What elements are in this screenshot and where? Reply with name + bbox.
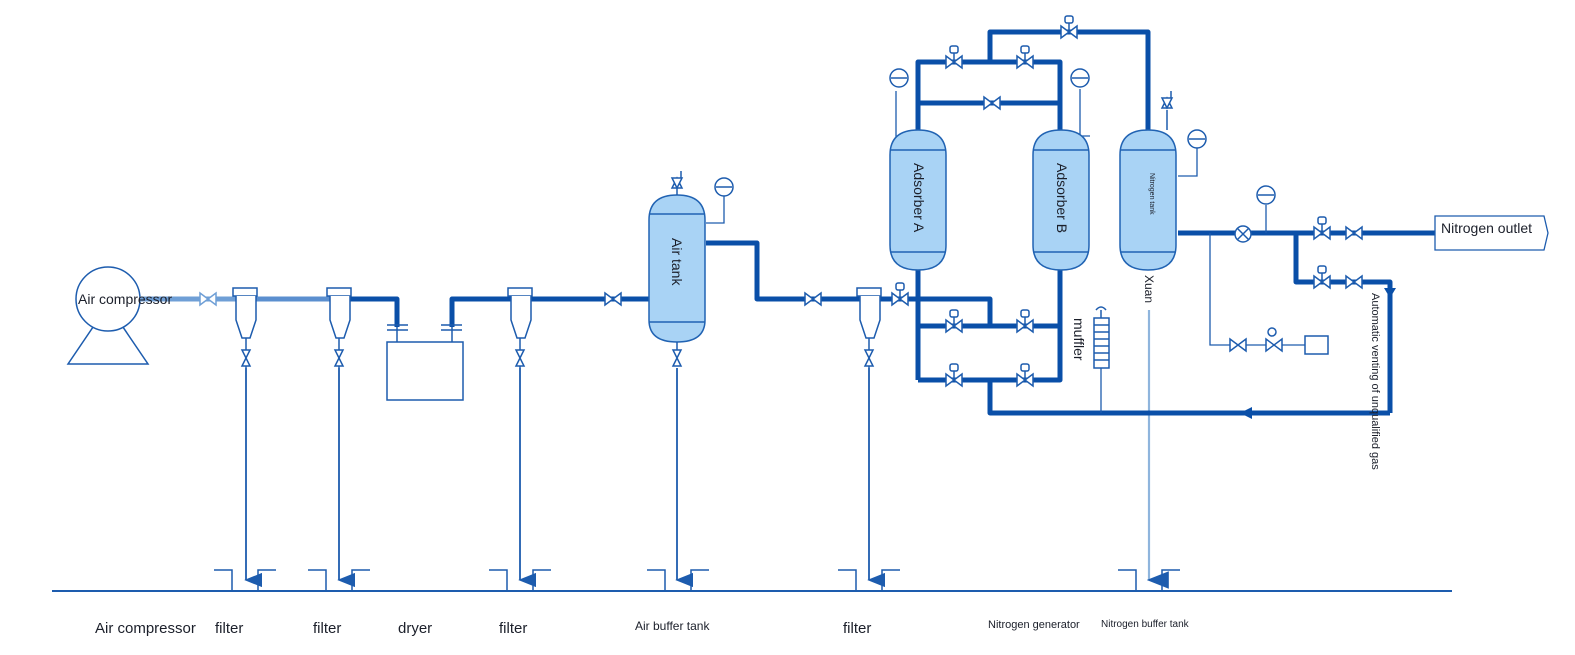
filter-3 (507, 287, 533, 368)
dryer (386, 324, 464, 401)
pressure-gauges (714, 68, 1276, 205)
bottom-label-filter-1: filter (215, 620, 244, 637)
main-pipes (140, 29, 1435, 416)
filter-1 (232, 287, 258, 368)
air-tank-vessel (648, 194, 706, 343)
bottom-label-dryer: dryer (398, 620, 433, 637)
xuan-label: Xuan (1142, 275, 1156, 304)
air-compressor-label: Air compressor (78, 291, 173, 307)
adsorber-b-label: Adsorber B (1054, 163, 1070, 234)
muffler-label: muffler (1071, 318, 1087, 361)
adsorber-a-label: Adsorber A (911, 163, 927, 233)
nitrogen-tank-vessel (1119, 129, 1177, 271)
bottom-label-nitrogen-buffer-tank: Nitrogen buffer tank (1101, 619, 1189, 630)
nitrogen-outlet-arrow (1434, 215, 1549, 251)
instrument-lines (706, 89, 1305, 413)
line-valves (199, 95, 1363, 353)
filter-4 (856, 287, 882, 368)
bottom-label-filter-4: filter (843, 620, 872, 637)
nitrogen-tank-label: Nitrogen tank (1148, 173, 1155, 215)
bottom-label-filter-3: filter (499, 620, 528, 637)
muffler (1093, 306, 1110, 369)
drain-lines (244, 310, 1169, 589)
drain-funnels (214, 569, 1180, 591)
drain-valves (240, 342, 875, 367)
filters (232, 287, 882, 368)
air-compressor (66, 266, 150, 365)
adsorber-a-vessel (889, 129, 947, 271)
automatic-venting-label: Automatic venting of unqualified gas (1369, 293, 1381, 470)
flowmeter-and-regulator (1234, 225, 1329, 355)
nitrogen-outlet-label: Nitrogen outlet (1441, 220, 1533, 236)
air-tank-label: Air tank (669, 238, 685, 286)
adsorber-b-vessel (1032, 129, 1090, 271)
bottom-label-nitrogen-generator: Nitrogen generator (988, 619, 1080, 631)
safety-valves (670, 91, 1174, 195)
actuated-valves (891, 15, 1331, 388)
bottom-label-filter-2: filter (313, 620, 342, 637)
vessels (648, 129, 1177, 343)
bottom-label-air-buffer-tank: Air buffer tank (635, 619, 710, 633)
bottom-label-air-compressor: Air compressor (95, 620, 196, 637)
flow-arrows (1240, 288, 1396, 419)
